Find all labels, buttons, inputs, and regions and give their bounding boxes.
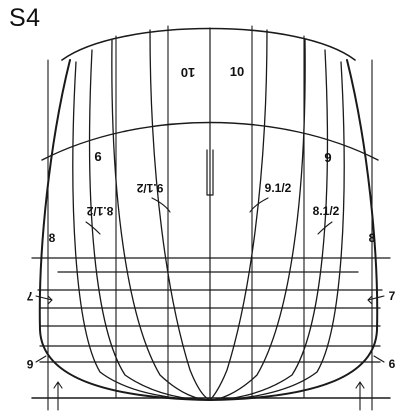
- station-curve-right-1: [209, 61, 345, 401]
- diagram-title: S4: [9, 4, 41, 32]
- sheer-line: [61, 27, 356, 61]
- leader-8h-left: [85, 221, 101, 235]
- station-curve-right-4: [209, 29, 268, 401]
- station-curve-left-4: [149, 29, 211, 401]
- baseline-tick-right: [355, 381, 365, 411]
- baseline-tick-left: [53, 381, 63, 411]
- leader-7-right: [367, 295, 385, 305]
- label-station-8-half-left: 8.1/2: [86, 204, 113, 218]
- label-station-8-left: 8: [49, 231, 56, 245]
- label-station-9-half-right: 9.1/2: [265, 181, 292, 195]
- label-station-8-half-right: 8.1/2: [313, 204, 340, 218]
- label-station-8-right: 8: [369, 231, 376, 245]
- label-station-9-half-left: 9.1/2: [136, 181, 163, 195]
- label-station-9-left: 9: [94, 149, 101, 164]
- label-station-6-right: 6: [389, 357, 396, 371]
- label-station-6-left: 6: [26, 357, 33, 371]
- label-station-10-left: 10: [181, 65, 195, 80]
- label-station-10-right: 10: [230, 64, 244, 79]
- station-curve-left-1: [72, 61, 211, 401]
- label-station-7-left: 7: [26, 289, 33, 303]
- leader-8h-right: [317, 221, 333, 235]
- leader-6-left: [35, 355, 47, 363]
- station-curve-left-3: [111, 39, 211, 401]
- leader-9h-right: [249, 197, 269, 213]
- leader-6-right: [373, 355, 385, 363]
- label-station-9-right: 9: [324, 150, 331, 165]
- station-curve-right-2: [209, 49, 329, 401]
- leader-9h-left: [151, 197, 171, 213]
- keel-mark: [206, 149, 214, 196]
- label-station-7-right: 7: [389, 289, 396, 303]
- station-curve-left-2: [88, 49, 211, 401]
- station-curve-right-3: [209, 39, 306, 401]
- leader-7-left: [35, 295, 53, 305]
